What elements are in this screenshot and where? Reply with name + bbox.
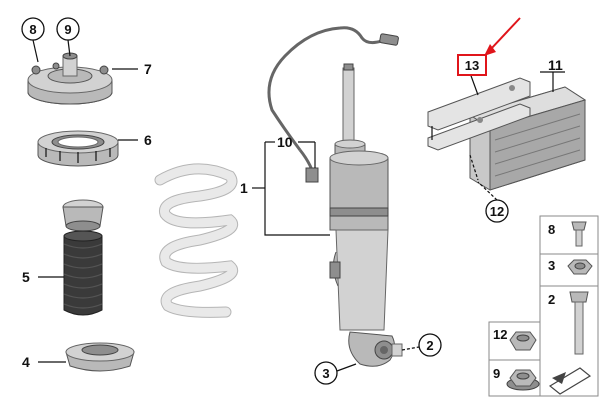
legend-label-2: 2: [548, 292, 555, 307]
callout-2: 2: [426, 338, 433, 353]
spring-seat: [65, 342, 135, 372]
nut-3-icon: [567, 259, 593, 275]
highlight-box: [457, 54, 487, 76]
legend-label-8: 8: [548, 222, 555, 237]
shock-absorber: [267, 26, 403, 367]
legend-label-9: 9: [493, 366, 500, 381]
nut-9-icon: [506, 369, 540, 391]
nut-12-icon: [509, 331, 537, 351]
legend-label-12: 12: [493, 327, 507, 342]
callout-2-circle: [418, 333, 442, 357]
mounting-bracket: [427, 77, 531, 181]
coil-spring: [154, 163, 239, 318]
callout-3: 3: [322, 366, 329, 381]
direction-arrow-icon: [548, 367, 592, 395]
callout-8: 8: [29, 22, 36, 37]
top-mount: [27, 52, 113, 105]
bolt-8-icon: [571, 221, 587, 247]
dust-boot: [62, 199, 104, 316]
callout-5: 5: [22, 269, 30, 285]
bearing-ring: [37, 130, 119, 167]
legend-label-3: 3: [548, 258, 555, 273]
callout-3-circle: [314, 361, 338, 385]
callout-10: 10: [277, 134, 293, 150]
small-parts-legend: 8 3 2 12 9: [488, 215, 599, 397]
callout-11: 11: [548, 57, 563, 73]
callout-6: 6: [144, 132, 152, 148]
bolt-2-icon: [569, 291, 589, 355]
callout-7: 7: [144, 61, 152, 77]
callout-9: 9: [64, 22, 71, 37]
callout-1: 1: [240, 180, 248, 196]
highlight-arrow: [489, 17, 521, 51]
callout-4: 4: [22, 354, 30, 370]
callout-12: 12: [490, 204, 504, 219]
callout-13: 13: [465, 58, 479, 73]
